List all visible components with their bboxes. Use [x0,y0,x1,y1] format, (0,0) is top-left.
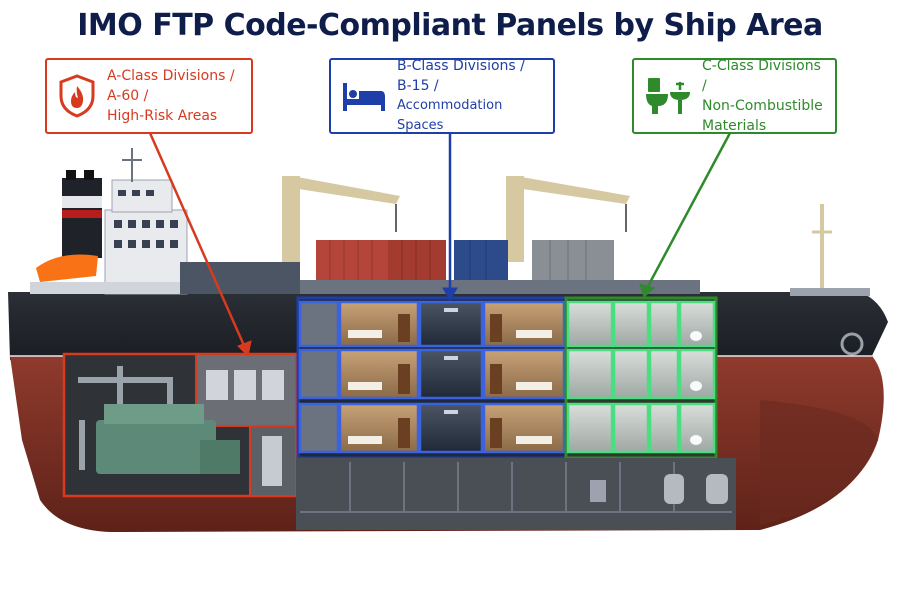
a-class-callout: A-Class Divisions / A-60 / High-Risk Are… [45,58,253,134]
b-class-callout: B-Class Divisions / B-15 / Accommodation… [329,58,555,134]
deck-house [180,262,300,294]
superstructure [30,148,188,295]
toilet-sink-icon [646,78,690,114]
deck-containers [300,240,700,294]
page-title: IMO FTP Code-Compliant Panels by Ship Ar… [77,8,823,43]
lower-hold [296,458,736,530]
b-class-arrowhead [442,287,458,301]
engine-room-section [62,352,298,498]
b-class-line-2: B-15 / [397,78,439,94]
sanitary-section [564,296,718,460]
cargo-crane-fore [282,176,400,262]
cargo-crane-aft [506,176,630,262]
a-class-connector [148,132,248,351]
c-class-connector [644,132,732,291]
b-class-line-1: B-Class Divisions / [397,58,525,74]
c-class-line-1: C-Class Divisions / [702,58,821,94]
bed-icon [343,83,385,111]
fire-shield-icon [59,74,95,118]
a-class-line-1: A-Class Divisions / [107,68,235,84]
a-class-arrowhead [237,340,252,358]
forward-mast [790,204,870,296]
c-class-arrowhead [639,283,656,298]
b-class-line-3: Accommodation Spaces [397,98,503,133]
a-class-line-3: High-Risk Areas [107,108,218,124]
accommodation-section [296,296,568,460]
c-class-callout: C-Class Divisions / Non-Combustible Mate… [632,58,837,134]
c-class-line-3: Materials [702,118,767,134]
a-class-line-2: A-60 / [107,88,149,104]
c-class-line-2: Non-Combustible [702,98,823,114]
